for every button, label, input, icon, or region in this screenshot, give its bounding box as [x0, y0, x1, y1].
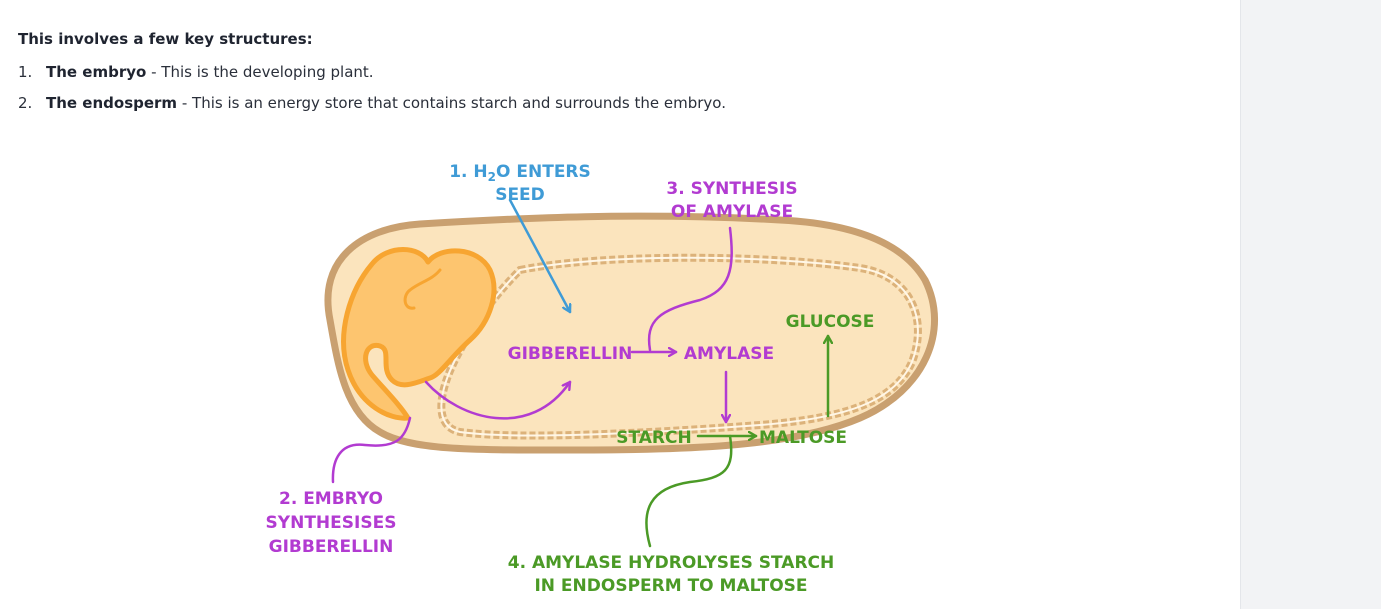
embryo-to-gibberellin-arrow: [424, 380, 572, 420]
list-number: 2.: [18, 94, 33, 112]
term-endosperm: The endosperm: [46, 94, 178, 112]
gibberellin-label: GIBBERELLIN: [508, 344, 633, 364]
right-sidebar: [1240, 0, 1381, 609]
glucose-label: GLUCOSE: [786, 312, 875, 332]
step2-connector: [331, 416, 412, 484]
starch-label: STARCH: [616, 428, 691, 448]
maltose-label: MALTOSE: [759, 428, 847, 448]
step2-label-line1: 2. EMBRYO: [279, 489, 383, 509]
step3-connector: [647, 226, 733, 352]
seed-germination-diagram: 1. H2O ENTERS SEED 3. SYNTHESIS OF AMYLA…: [266, 162, 938, 596]
step4-connector: [645, 434, 733, 548]
list-item-embryo: 1. The embryo - This is the developing p…: [0, 61, 726, 92]
term-embryo: The embryo: [46, 63, 147, 81]
amylase-label: AMYLASE: [684, 344, 774, 364]
embryo-notch: [403, 268, 442, 310]
step3-label-line2: OF AMYLASE: [671, 202, 793, 222]
step1-label: 1. H2O ENTERS: [449, 162, 591, 184]
step4-label-line2: IN ENDOSPERM TO MALTOSE: [534, 576, 807, 596]
step2-label-line2: SYNTHESISES: [266, 513, 397, 533]
notes-content: This involves a few key structures: 1. T…: [0, 30, 938, 596]
step4-label-line1: 4. AMYLASE HYDROLYSES STARCH: [508, 553, 835, 573]
step1-label-line2: SEED: [495, 185, 545, 205]
desc-endosperm: - This is an energy store that contains …: [177, 94, 726, 112]
step2-label-line3: GIBBERELLIN: [269, 537, 394, 557]
embryo: [341, 247, 497, 421]
section-intro: This involves a few key structures:: [18, 30, 313, 48]
step3-label-line1: 3. SYNTHESIS: [666, 179, 797, 199]
desc-embryo: - This is the developing plant.: [146, 63, 374, 81]
list-number: 1.: [18, 63, 33, 81]
aleurone-inner-line: [440, 256, 919, 437]
structures-list: 1. The embryo - This is the developing p…: [0, 61, 726, 123]
list-item-endosperm: 2. The endosperm - This is an energy sto…: [0, 92, 726, 123]
water-arrow: [508, 198, 570, 314]
